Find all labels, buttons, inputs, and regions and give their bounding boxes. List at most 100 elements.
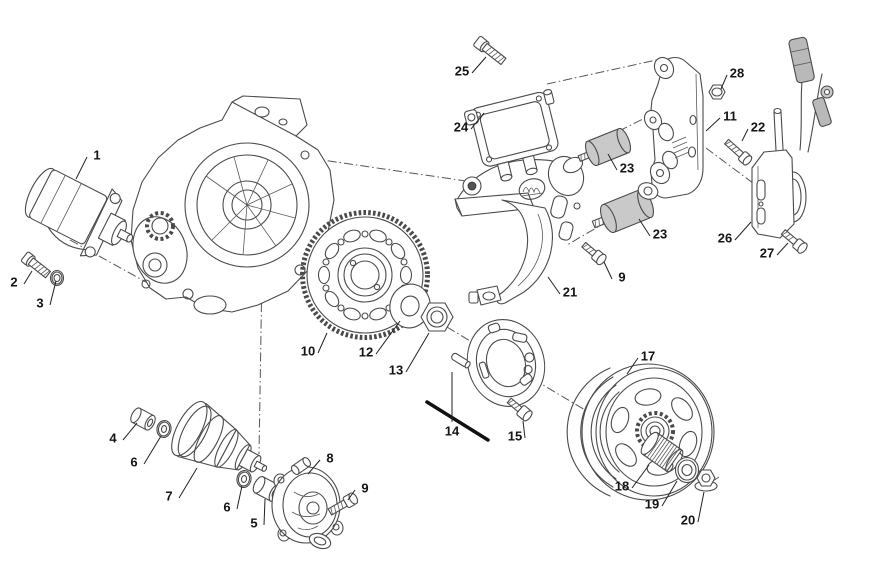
leader-line — [263, 498, 266, 526]
leader-line — [236, 485, 243, 510]
callout: 9 — [603, 261, 626, 285]
callout: 18 — [615, 464, 650, 494]
part-clutch-carrier — [466, 318, 546, 408]
leader-line — [317, 332, 328, 354]
axis-line — [258, 269, 263, 455]
part-number-label: 10 — [301, 344, 315, 359]
part-bolt-2 — [20, 251, 52, 279]
part-washer-12 — [389, 283, 431, 329]
callout: 17 — [626, 349, 655, 375]
callout: 10 — [301, 332, 328, 359]
part-number-label: 12 — [359, 345, 373, 360]
part-number-label: 14 — [445, 424, 460, 439]
callout: 8 — [307, 451, 334, 475]
leader-line — [49, 280, 57, 306]
part-washer-6a — [156, 419, 172, 439]
callout: 23 — [607, 153, 634, 176]
part-number-label: 13 — [389, 363, 403, 378]
callout: 25 — [455, 56, 487, 79]
part-number-label: 5 — [250, 516, 257, 531]
leader-line — [471, 56, 487, 74]
part-number-label: 3 — [36, 296, 43, 311]
part-number-label: 18 — [615, 479, 629, 494]
callout: 3 — [36, 280, 57, 311]
leader-line — [626, 357, 639, 375]
part-number-label: 27 — [760, 246, 774, 261]
part-number-label: 15 — [508, 429, 522, 444]
axis-line — [618, 116, 648, 132]
callout: 19 — [645, 480, 678, 512]
leader-line — [607, 153, 618, 171]
part-screw-27 — [780, 229, 808, 254]
part-roller-23-upper — [577, 127, 632, 167]
leader-line — [720, 74, 728, 90]
callout: 5 — [250, 498, 266, 531]
part-washer-19 — [674, 456, 700, 484]
part-number-label: 23 — [653, 227, 667, 242]
callout: 24 — [454, 112, 485, 135]
part-pin-14 — [451, 352, 471, 369]
part-washer-6b — [236, 469, 252, 489]
part-number-label: 21 — [563, 285, 577, 300]
part-spacer-4 — [130, 407, 156, 431]
part-water-pump — [271, 456, 344, 550]
part-number-label: 6 — [130, 455, 137, 470]
leader-line — [697, 491, 705, 523]
part-number-label: 9 — [618, 270, 625, 285]
callout: 26 — [718, 221, 752, 246]
part-pinion-18 — [640, 431, 684, 473]
leader-line — [23, 270, 33, 285]
part-number-label: 20 — [681, 513, 695, 528]
part-number-label: 8 — [326, 451, 333, 466]
leader-line — [603, 261, 613, 280]
part-support-lever — [454, 155, 585, 306]
part-number-label: 1 — [93, 148, 100, 163]
part-number-label: 22 — [751, 120, 765, 135]
leader-line — [75, 156, 88, 180]
part-number-label: 24 — [454, 120, 469, 135]
part-crankcase — [130, 95, 335, 315]
callout: 13 — [389, 332, 430, 378]
leader-line — [178, 467, 198, 499]
part-screw-9-right — [581, 241, 607, 266]
leader-line — [547, 276, 561, 295]
leader-line — [347, 489, 356, 501]
callout: 20 — [681, 491, 705, 528]
part-number-label: 19 — [645, 497, 659, 512]
part-number-label: 17 — [641, 349, 655, 364]
axis-line — [546, 58, 662, 85]
part-hex-nut-13 — [420, 302, 454, 332]
callout: 9 — [347, 481, 369, 501]
part-starter-motor — [24, 167, 134, 258]
part-number-label: 25 — [455, 64, 469, 79]
part-actuator-unit — [463, 89, 559, 182]
part-flange-nut-20 — [694, 469, 720, 492]
part-number-label: 26 — [718, 231, 732, 246]
leader-line — [470, 112, 485, 130]
part-number-label: 23 — [620, 161, 634, 176]
callout: 23 — [638, 218, 667, 242]
callout: 1 — [75, 148, 101, 180]
part-drive-drum — [171, 400, 268, 473]
axis-line — [532, 378, 613, 427]
callout: 28 — [720, 66, 744, 90]
leader-line — [734, 221, 752, 241]
callout: 4 — [109, 422, 138, 446]
part-number-label: 11 — [723, 109, 737, 124]
leader-line — [122, 422, 138, 441]
part-screw-15 — [506, 397, 533, 422]
part-screw-25 — [473, 35, 507, 66]
leader-line — [143, 435, 162, 465]
part-nut-28 — [708, 84, 726, 100]
callout: 12 — [359, 320, 401, 360]
leader-line — [638, 218, 651, 237]
part-number-label: 28 — [730, 66, 744, 81]
part-washer-3 — [49, 269, 65, 287]
leader-line — [776, 242, 789, 256]
leader-line — [405, 332, 430, 373]
callout: 6 — [130, 435, 162, 470]
part-number-label: 7 — [165, 489, 172, 504]
callout: 22 — [741, 120, 765, 142]
